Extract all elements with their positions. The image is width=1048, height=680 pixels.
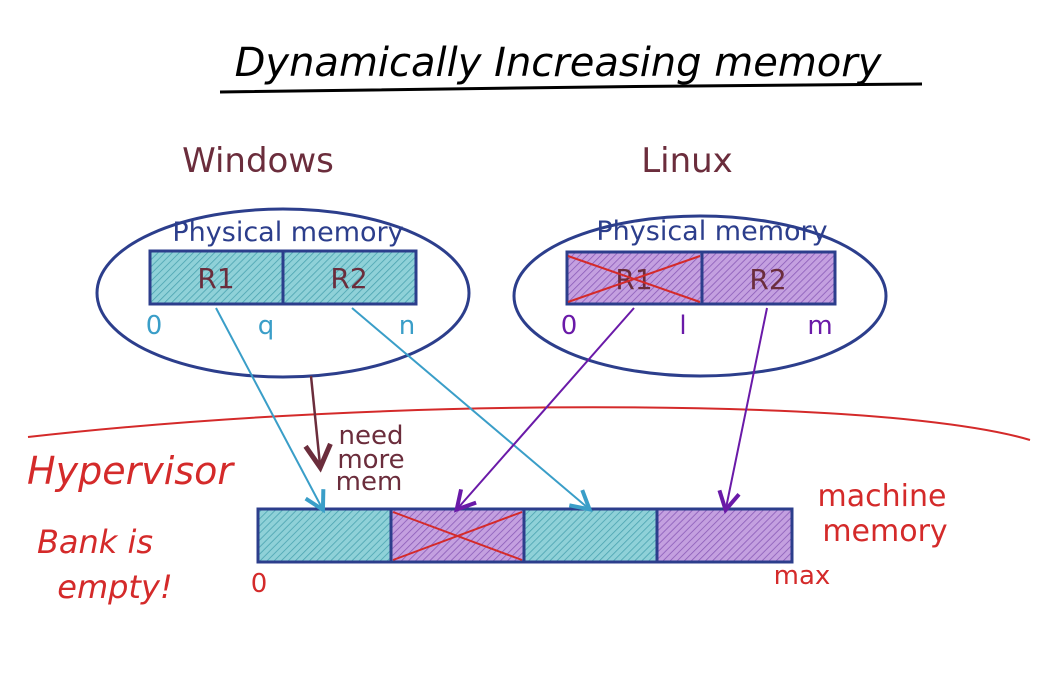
linux-r1-cross-mark <box>567 255 701 303</box>
hypervisor-label: Hypervisor <box>27 449 235 493</box>
windows-vm-oval <box>95 207 471 379</box>
linux-memory-label: Physical memory <box>596 216 827 247</box>
arrow-linux-r1-to-machine <box>458 307 635 508</box>
windows-region-r2 <box>281 249 418 306</box>
bank-note-line1: Bank is <box>37 523 153 561</box>
machine-memory-block-1 <box>256 507 393 564</box>
need-more-mem-line1: need <box>339 421 404 451</box>
machine-memory-label-line1: machine <box>818 479 947 514</box>
need-more-mem-line2: more <box>337 445 404 475</box>
linux-mark-l: l <box>679 311 686 341</box>
windows-mark-n: n <box>399 311 415 341</box>
windows-mark-q: q <box>258 311 275 341</box>
machine-memory-start: 0 <box>251 569 268 599</box>
linux-r2-label: R2 <box>749 263 786 296</box>
need-more-mem-arrow <box>311 375 320 465</box>
linux-label: Linux <box>641 141 733 181</box>
linux-mark-m: m <box>807 311 832 341</box>
arrow-windows-r1-to-machine <box>215 307 322 508</box>
machine-memory-block-3 <box>522 507 659 564</box>
machine-memory-end: max <box>774 561 831 591</box>
machine-block-2-cross-mark <box>392 511 523 561</box>
windows-r1-label: R1 <box>197 262 234 295</box>
arrow-windows-r2-to-machine <box>351 307 588 508</box>
linux-region-r2 <box>700 250 837 306</box>
machine-memory-label-line2: memory <box>822 514 947 549</box>
linux-vm-oval <box>512 214 888 378</box>
title-underline <box>219 82 923 94</box>
need-more-mem-line3: mem <box>336 467 403 497</box>
page-title: Dynamically Increasing memory <box>235 40 883 86</box>
windows-memory-label: Physical memory <box>172 217 403 248</box>
windows-mark-0: 0 <box>146 311 163 341</box>
windows-label: Windows <box>182 141 334 181</box>
bank-note-line2: empty! <box>57 568 172 606</box>
windows-r2-label: R2 <box>330 262 367 295</box>
arrow-linux-r2-to-machine <box>726 307 768 508</box>
linux-mark-0: 0 <box>561 311 578 341</box>
machine-memory-block-4 <box>655 507 794 564</box>
hypervisor-boundary <box>27 406 1031 441</box>
windows-region-r1 <box>148 249 285 306</box>
